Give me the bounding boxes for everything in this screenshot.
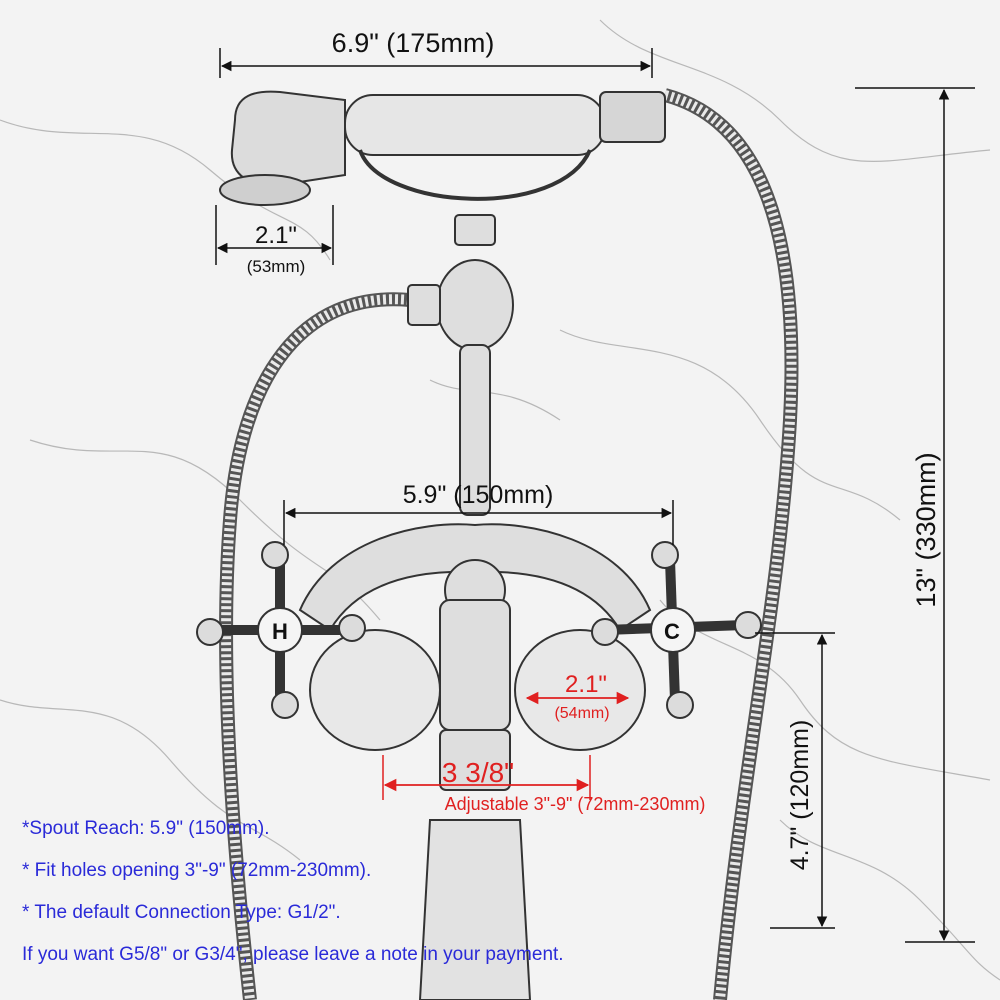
- note-spout-reach: *Spout Reach: 5.9" (150mm).: [22, 818, 270, 839]
- inlet-diameter-inch-label: 2.1": [565, 671, 607, 698]
- hand-shower: [219, 90, 666, 206]
- hot-label: H: [272, 619, 288, 644]
- handshower-head-mm-label: (53mm): [247, 257, 306, 276]
- note-fit-holes: * Fit holes opening 3"-9" (72mm-230mm).: [22, 860, 372, 881]
- dimension-handshower-head: [215, 205, 334, 265]
- dimension-spout-height: [755, 632, 835, 929]
- note-custom-connection: If you want G5/8" or G3/4", please leave…: [22, 944, 564, 965]
- handle-span-label: 5.9" (150mm): [403, 481, 554, 509]
- riser-column: [407, 214, 514, 516]
- dimension-total-height: [855, 87, 975, 943]
- dimension-handle-span: [283, 500, 674, 545]
- shower-hose: [219, 88, 799, 1000]
- handshower-head-inch-label: 2.1": [255, 222, 297, 249]
- mixer-body: [298, 523, 652, 1000]
- dimension-handshower-length: [219, 48, 653, 78]
- cold-handle: [591, 541, 762, 719]
- center-distance-label: 3 3/8": [442, 757, 514, 788]
- note-connection-type: * The default Connection Type: G1/2".: [22, 902, 341, 923]
- dimension-center-distance: [382, 755, 591, 800]
- cold-label: C: [664, 619, 680, 644]
- spout-height-label: 4.7" (120mm): [786, 720, 814, 871]
- total-height-label: 13" (330mm): [911, 452, 941, 607]
- handshower-length-label: 6.9" (175mm): [332, 28, 495, 58]
- hot-handle: [196, 541, 366, 719]
- adjustable-range-label: Adjustable 3"-9" (72mm-230mm): [445, 794, 706, 814]
- inlet-diameter-mm-label: (54mm): [554, 705, 609, 722]
